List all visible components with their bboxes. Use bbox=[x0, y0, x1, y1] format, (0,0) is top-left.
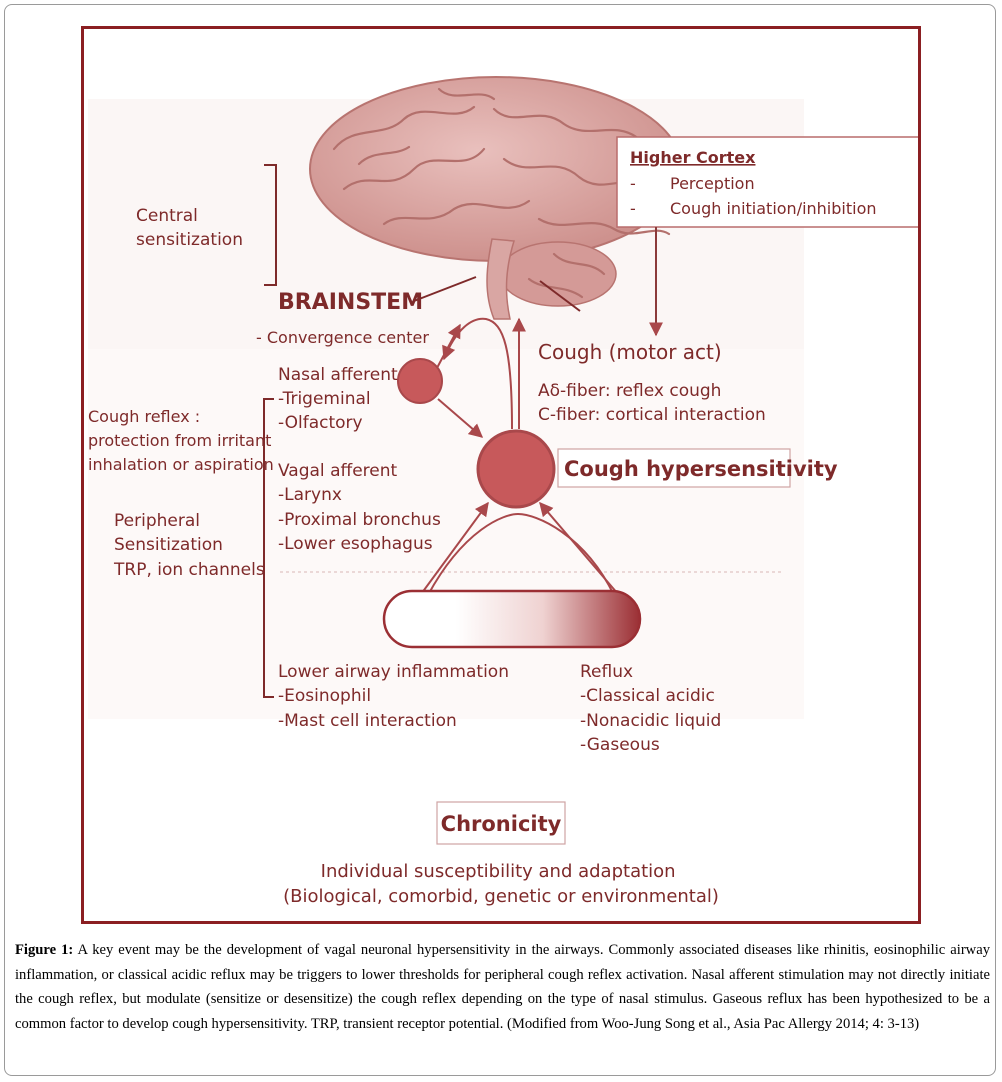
cough-hypersensitivity-node bbox=[476, 429, 556, 509]
figure-caption: Figure 1: A key event may be the develop… bbox=[15, 938, 990, 1036]
brain-illustration bbox=[309, 76, 683, 320]
cough-diagram: Central sensitization BRAINSTEM - Conver… bbox=[88, 76, 918, 907]
figure-panel: Central sensitization BRAINSTEM - Conver… bbox=[81, 26, 921, 924]
central-bracket bbox=[264, 164, 277, 286]
central-sensitization-label: Central sensitization bbox=[136, 206, 243, 250]
higher-cortex-box bbox=[616, 136, 918, 228]
chronicity-box bbox=[436, 801, 566, 845]
nasal-to-hypersensitivity-arrow bbox=[437, 398, 484, 438]
cough-hypersensitivity-box bbox=[557, 448, 791, 488]
lower-panel-shade bbox=[88, 349, 804, 719]
cerebellum-pointer bbox=[539, 280, 581, 312]
cough-motor-cfiber: C-fiber: cortical interaction bbox=[538, 405, 766, 425]
higher-cortex-item-initiation: Cough initiation/inhibition bbox=[670, 199, 877, 218]
nasal-afferent-text: Nasal afferent -Trigeminal -Olfactory bbox=[278, 365, 403, 433]
capsule-to-hypersensitivity-right bbox=[539, 501, 625, 602]
brainstem-pointer bbox=[413, 276, 477, 302]
peripheral-sensitization-label: Peripheral Sensitization TRP, ion channe… bbox=[113, 511, 265, 580]
caption-label: Figure 1: bbox=[15, 942, 74, 958]
lower-airway-text: Lower airway inflammation -Eosinophil -M… bbox=[278, 662, 514, 731]
cough-reflex-label: Cough reflex : protection from irritant … bbox=[88, 407, 277, 474]
chronicity-label: Chronicity bbox=[441, 812, 562, 836]
page-frame bbox=[4, 4, 996, 1076]
cerebellum bbox=[499, 241, 617, 307]
higher-cortex-item-perception: Perception bbox=[670, 174, 755, 193]
higher-cortex-title: Higher Cortex bbox=[630, 148, 756, 167]
caption-text: A key event may be the development of va… bbox=[15, 942, 990, 1032]
reflux-text: Reflux -Classical acidic -Nonacidic liqu… bbox=[580, 662, 727, 755]
peripheral-bracket bbox=[263, 398, 274, 698]
vagal-afferent-text: Vagal afferent -Larynx -Proximal bronchu… bbox=[278, 461, 446, 554]
brainstem-label: BRAINSTEM bbox=[278, 290, 423, 315]
cough-motor-adelta: Aδ-fiber: reflex cough bbox=[538, 381, 721, 401]
cough-hypersensitivity-label: Cough hypersensitivity bbox=[564, 457, 838, 481]
airway-esophagus-capsule bbox=[382, 589, 642, 649]
nasal-afferent-node bbox=[397, 358, 443, 404]
susceptibility-text: Individual susceptibility and adaptation… bbox=[283, 861, 719, 907]
arch-arrow bbox=[427, 512, 615, 596]
brainstem-shape bbox=[486, 238, 515, 320]
cough-motor-title: Cough (motor act) bbox=[538, 340, 722, 364]
capsule-to-hypersensitivity-left bbox=[415, 501, 489, 602]
higher-cortex-dash-2: - bbox=[630, 199, 636, 218]
convergence-center-label: - Convergence center bbox=[256, 328, 429, 347]
higher-cortex-dash-1: - bbox=[630, 174, 636, 193]
